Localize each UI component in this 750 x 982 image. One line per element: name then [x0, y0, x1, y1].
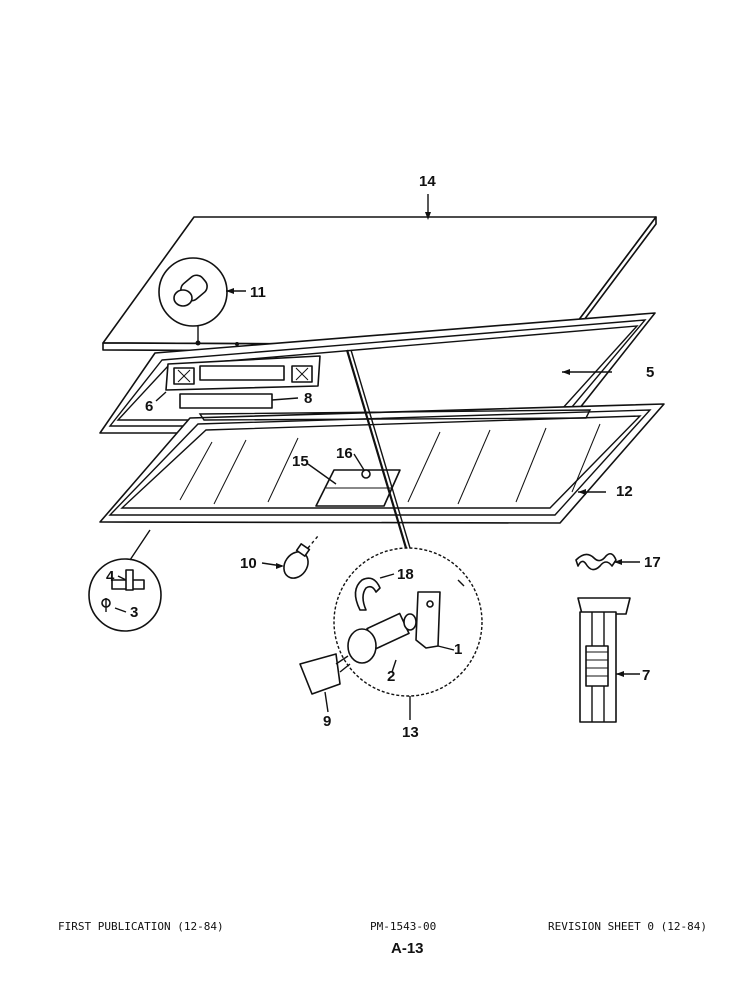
part-label-4: 4	[106, 568, 115, 585]
clip-part	[575, 552, 640, 571]
switch-part	[577, 597, 640, 723]
part-label-18: 18	[397, 566, 414, 583]
part-label-7: 7	[642, 667, 650, 684]
part-label-2: 2	[387, 668, 395, 685]
footer-publication: FIRST PUBLICATION (12-84)	[58, 920, 224, 933]
part-label-11: 11	[250, 284, 266, 301]
part-label-5: 5	[646, 364, 654, 381]
lock-assembly-callout	[299, 547, 483, 713]
lock-rod	[345, 349, 411, 549]
part-label-10: 10	[240, 555, 257, 572]
part-label-8: 8	[304, 390, 312, 407]
part-label-1: 1	[454, 641, 462, 658]
part-label-16: 16	[336, 445, 353, 462]
control-panel	[155, 355, 321, 409]
page-number: A-13	[391, 940, 424, 957]
footer-revision: REVISION SHEET 0 (12-84)	[548, 920, 707, 933]
part-label-14: 14	[419, 173, 436, 190]
part-label-13: 13	[402, 724, 419, 741]
part-label-17: 17	[644, 554, 661, 571]
part-label-15: 15	[292, 453, 309, 470]
light-bulb	[261, 535, 319, 579]
hinge-pin-callout	[158, 257, 246, 342]
freezer-top-frame	[99, 403, 665, 524]
hinge-callout	[88, 529, 162, 632]
part-label-9: 9	[323, 713, 331, 730]
part-label-12: 12	[616, 483, 633, 500]
part-label-3: 3	[130, 604, 138, 621]
part-label-6: 6	[145, 398, 153, 415]
footer-part-number: PM-1543-00	[370, 920, 437, 933]
